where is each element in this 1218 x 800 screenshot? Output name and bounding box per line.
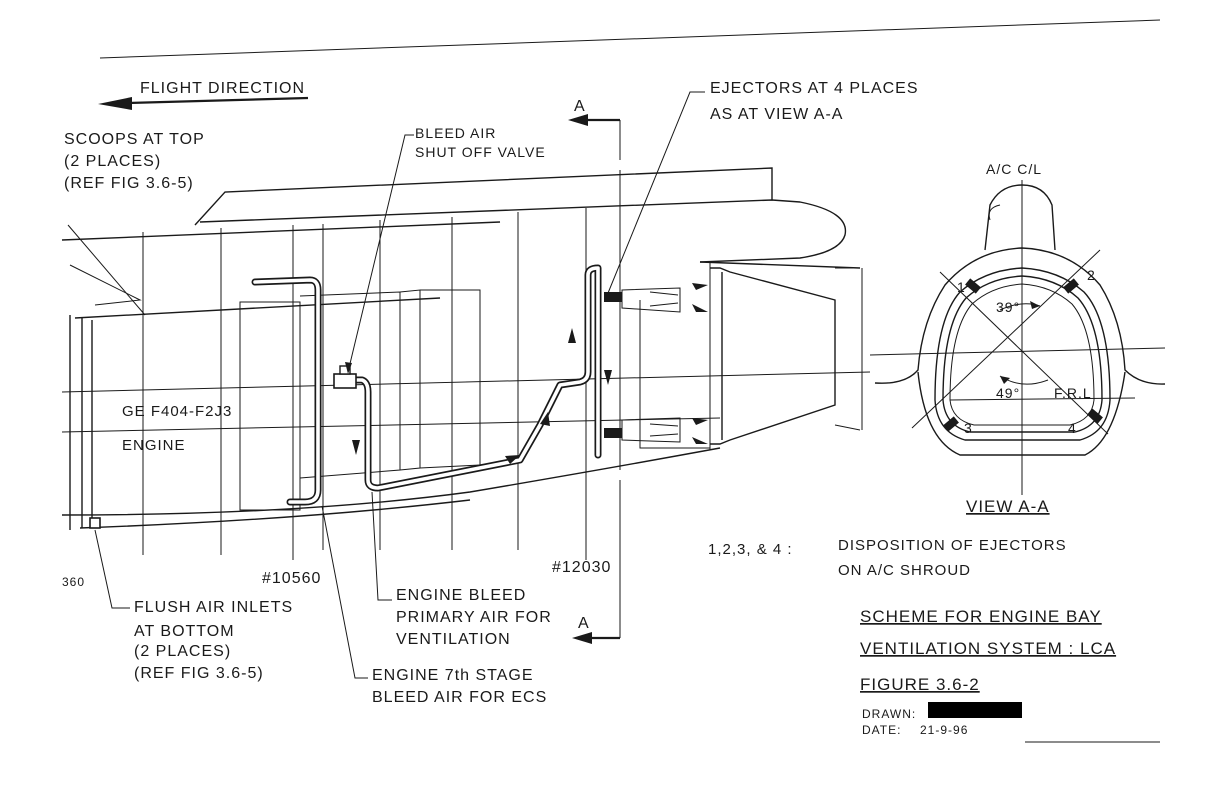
date-label: DATE: — [862, 723, 901, 737]
bleed-valve-label: BLEED AIR SHUT OFF VALVE — [415, 125, 546, 160]
ejector-upper — [604, 283, 708, 313]
ejector-lower — [604, 417, 708, 444]
ejectors-label: EJECTORS AT 4 PLACES AS AT VIEW A-A — [710, 80, 919, 123]
flush-inlets-label: FLUSH AIR INLETS AT BOTTOM (2 PLACES) (R… — [134, 599, 293, 682]
svg-text:ENGINE BLEED: ENGINE BLEED — [396, 587, 526, 604]
svg-text:A: A — [574, 98, 586, 115]
engine-bleed-label: ENGINE BLEED PRIMARY AIR FOR VENTILATION — [396, 587, 552, 648]
drawn-redaction — [928, 702, 1022, 718]
date-value: 21-9-96 — [920, 723, 968, 737]
svg-text:(REF FIG 3.6-5): (REF FIG 3.6-5) — [64, 175, 194, 192]
view-centerline-label: A/C C/L — [986, 161, 1042, 177]
svg-text:1,2,3, & 4 :: 1,2,3, & 4 : — [708, 541, 793, 558]
svg-text:DISPOSITION OF EJECTORS: DISPOSITION OF EJECTORS — [838, 537, 1067, 554]
section-mark-top: A — [568, 98, 621, 160]
view-caption: VIEW A-A — [966, 497, 1050, 516]
station-10560: #10560 — [262, 570, 321, 587]
ecs-bleed-pipe — [251, 276, 322, 506]
drawn-label: DRAWN: — [862, 707, 916, 721]
fuselage-outline — [61, 221, 871, 530]
title-line-1: SCHEME FOR ENGINE BAY — [860, 607, 1102, 626]
title-block: SCHEME FOR ENGINE BAY VENTILATION SYSTEM… — [860, 607, 1160, 743]
view-angle-lower: 49° — [996, 385, 1020, 401]
engine-label: GE F404-F2J3 ENGINE — [122, 403, 232, 454]
engine-body — [239, 289, 710, 511]
engine-nozzle — [709, 262, 863, 450]
scoop-outline — [69, 264, 142, 306]
svg-text:ON A/C SHROUD: ON A/C SHROUD — [838, 562, 971, 579]
view-dorsal-spine — [984, 184, 1056, 251]
station-label-left: 360 — [62, 575, 85, 589]
top-border-line — [99, 19, 1161, 59]
flight-direction-arrowhead — [98, 97, 132, 110]
view-ejector-3: 3 — [964, 420, 973, 436]
svg-text:AS AT VIEW A-A: AS AT VIEW A-A — [710, 106, 843, 123]
view-horizontal-reference — [869, 347, 1166, 356]
flush-inlet-symbol — [89, 517, 101, 529]
svg-text:PRIMARY AIR FOR: PRIMARY AIR FOR — [396, 609, 552, 626]
svg-text:AT BOTTOM: AT BOTTOM — [134, 623, 235, 640]
view-frl-label: F.R.L — [1054, 385, 1092, 401]
bleed-valve-leader-arrow — [345, 362, 352, 374]
svg-text:(REF FIG 3.6-5): (REF FIG 3.6-5) — [134, 665, 264, 682]
view-a-a: A/C C/L 39° 49° F.R.L 1 2 3 4 VIE — [869, 161, 1166, 516]
svg-text:SCOOPS AT TOP: SCOOPS AT TOP — [64, 131, 205, 148]
engine-bleed-leader — [371, 491, 392, 601]
view-ejector-4: 4 — [1068, 420, 1077, 436]
view-shroud-ring-outer — [934, 267, 1111, 441]
figure-number: FIGURE 3.6-2 — [860, 675, 980, 694]
svg-text:(2 PLACES): (2 PLACES) — [134, 643, 231, 660]
scoops-label: SCOOPS AT TOP (2 PLACES) (REF FIG 3.6-5) — [64, 131, 205, 192]
flight-direction-arrow-shaft — [127, 96, 309, 105]
view-ejector-1: 1 — [957, 279, 966, 295]
svg-text:EJECTORS AT 4 PLACES: EJECTORS AT 4 PLACES — [710, 80, 919, 97]
svg-text:BLEED AIR FOR ECS: BLEED AIR FOR ECS — [372, 689, 547, 706]
view-shroud-ring-inner — [949, 283, 1095, 426]
seventh-stage-label: ENGINE 7th STAGE BLEED AIR FOR ECS — [372, 667, 547, 706]
svg-text:VENTILATION: VENTILATION — [396, 631, 511, 648]
seventh-stage-leader — [321, 505, 368, 679]
flow-arrows — [352, 328, 612, 464]
title-line-2: VENTILATION SYSTEM : LCA — [860, 639, 1116, 658]
section-mark-bottom: A — [572, 480, 621, 644]
ventilation-bleed-pipe — [348, 264, 602, 492]
view-angle-upper: 39° — [996, 299, 1020, 315]
ejectors-leader — [605, 91, 705, 299]
svg-text:A: A — [578, 615, 590, 632]
svg-text:(2 PLACES): (2 PLACES) — [64, 153, 161, 170]
svg-text:SHUT OFF VALVE: SHUT OFF VALVE — [415, 144, 546, 160]
svg-text:BLEED AIR: BLEED AIR — [415, 125, 496, 141]
disposition-note: 1,2,3, & 4 : DISPOSITION OF EJECTORS ON … — [708, 537, 1067, 579]
svg-text:GE F404-F2J3: GE F404-F2J3 — [122, 403, 232, 420]
view-frl-line — [949, 397, 1136, 401]
bleed-valve-leader — [347, 134, 414, 373]
shut-off-valve — [333, 365, 357, 389]
station-12030: #12030 — [552, 559, 611, 576]
upper-fairing — [194, 167, 861, 269]
svg-text:ENGINE 7th STAGE: ENGINE 7th STAGE — [372, 667, 534, 684]
view-ejector-2: 2 — [1087, 267, 1096, 283]
fuselage-frames — [142, 170, 621, 560]
view-outer-shroud — [874, 247, 1166, 385]
view-shroud-ring-mid — [942, 275, 1103, 433]
scoops-leader-line — [67, 224, 146, 316]
flight-direction-label: FLIGHT DIRECTION — [140, 80, 305, 97]
flush-inlets-leader — [94, 529, 130, 609]
svg-text:ENGINE: ENGINE — [122, 437, 186, 454]
svg-text:FLUSH AIR INLETS: FLUSH AIR INLETS — [134, 599, 293, 616]
